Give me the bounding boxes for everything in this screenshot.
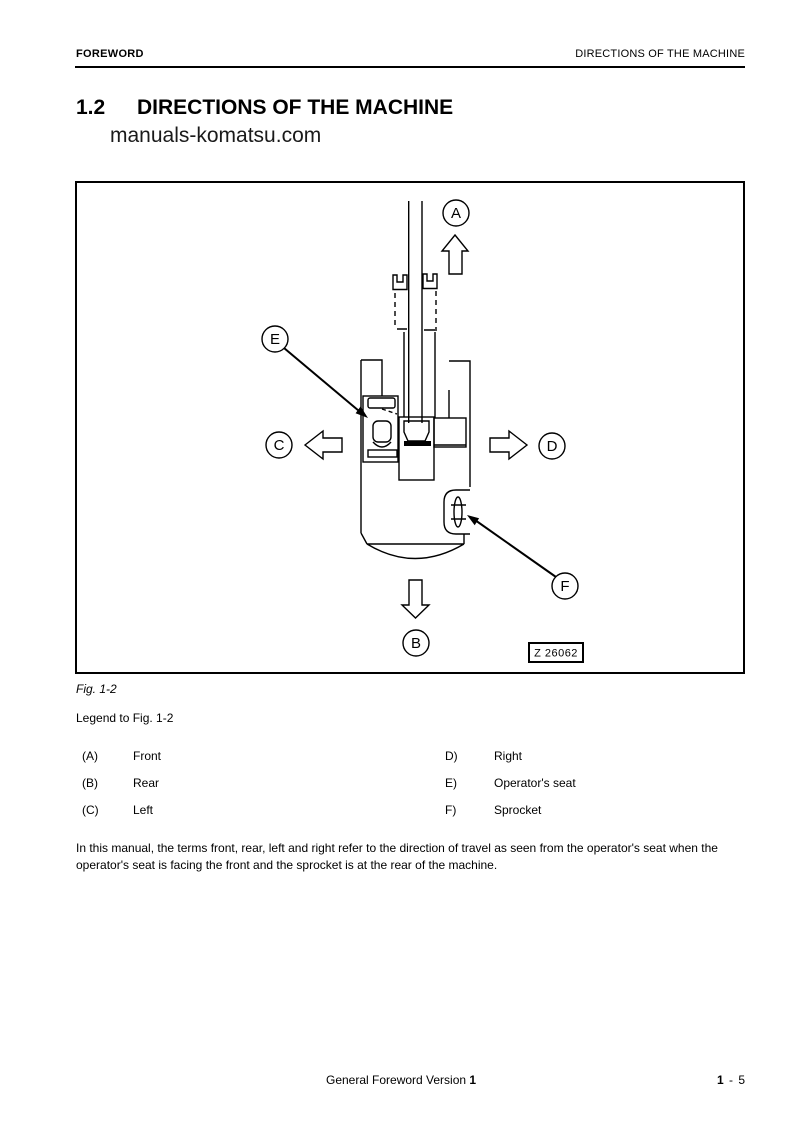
footer-version-text: General Foreword Version [326, 1073, 467, 1087]
label-circle-d [538, 432, 566, 460]
drawing-number-box [528, 642, 584, 663]
page-number: 1 - 5 [717, 1073, 745, 1087]
legend-key: (C) [82, 803, 99, 817]
legend-value: Right [494, 749, 523, 763]
label-b: B [411, 635, 421, 652]
arm-lines [403, 332, 436, 417]
label-e: E [270, 331, 280, 348]
sprocket-symbol [453, 496, 463, 528]
legend-value: Sprocket [494, 803, 542, 817]
legend-value: Operator's seat [494, 776, 576, 790]
boom-base-bar [404, 441, 431, 446]
legend-key: (A) [82, 749, 98, 763]
bucket-dashed-sides [394, 291, 437, 331]
sprocket-ticks [451, 504, 466, 520]
arrow-left [303, 429, 343, 461]
legend-heading: Legend to Fig. 1-2 [76, 711, 174, 725]
label-circle-e [261, 325, 289, 353]
figure-caption: Fig. 1-2 [76, 682, 117, 696]
watermark-text: manuals-komatsu.com [110, 124, 322, 147]
leader-arrowhead-seat [355, 406, 368, 418]
arrow-rear [400, 579, 431, 619]
label-circle-a [442, 199, 470, 227]
bucket-claws [392, 273, 438, 291]
legend-table: (A) Front D) Right (B) Rear E) Operator'… [82, 750, 576, 817]
legend-key: F) [445, 803, 457, 817]
leader-line-sprocket [474, 519, 557, 578]
section-number: 1.2 [76, 96, 106, 119]
body-outline [360, 359, 471, 560]
boom-mount [398, 416, 435, 481]
leader-arrowhead-sprocket [467, 515, 480, 526]
running-header-topic: DIRECTIONS OF THE MACHINE [575, 48, 745, 60]
cab-shelf [367, 449, 398, 458]
leader-line-seat [283, 347, 360, 412]
label-a: A [451, 205, 461, 222]
page-number-separator: - [725, 1073, 737, 1087]
page-title: 1.2 DIRECTIONS OF THE MACHINE [76, 96, 453, 120]
legend-value: Left [133, 803, 154, 817]
label-c: C [274, 437, 285, 454]
page-number-chapter: 1 [716, 1073, 724, 1087]
header-rule [75, 66, 745, 68]
running-header-section: FOREWORD [76, 48, 144, 60]
boom-base-funnel [403, 420, 430, 442]
machine-direction-diagram: A B C D E F Z 26062 [261, 199, 584, 663]
footer-version-number: 1 [469, 1073, 477, 1087]
body-paragraph: In this manual, the terms front, rear, l… [76, 841, 718, 872]
cab-outline [362, 395, 399, 463]
drawing-number: Z 26062 [534, 648, 578, 660]
legend-key: E) [445, 776, 457, 790]
arrow-right [489, 429, 529, 461]
legend-value: Front [133, 749, 162, 763]
section-title: DIRECTIONS OF THE MACHINE [137, 96, 454, 119]
bucket-bottom-ticks [397, 328, 435, 331]
label-circle-f [551, 572, 579, 600]
figure-box: A B C D E F Z 26062 [75, 181, 745, 674]
label-d: D [547, 438, 558, 455]
operator-seat [372, 420, 392, 443]
label-circle-c [265, 431, 293, 459]
label-f: F [560, 578, 569, 595]
boom-lines [408, 201, 423, 423]
footer-version: General Foreword Version 1 [326, 1073, 476, 1087]
legend-key: (B) [82, 776, 98, 790]
label-circle-b [402, 629, 430, 657]
cab-dashed-detail [381, 408, 398, 415]
cab-window [367, 397, 396, 409]
seat-cushion-arc [372, 441, 392, 448]
arrow-front [440, 233, 470, 275]
legend-key: D) [445, 749, 458, 763]
sprocket-pod [443, 489, 470, 535]
legend-value: Rear [133, 776, 160, 790]
engine-box [433, 417, 467, 448]
page-number-value: 5 [738, 1073, 745, 1087]
